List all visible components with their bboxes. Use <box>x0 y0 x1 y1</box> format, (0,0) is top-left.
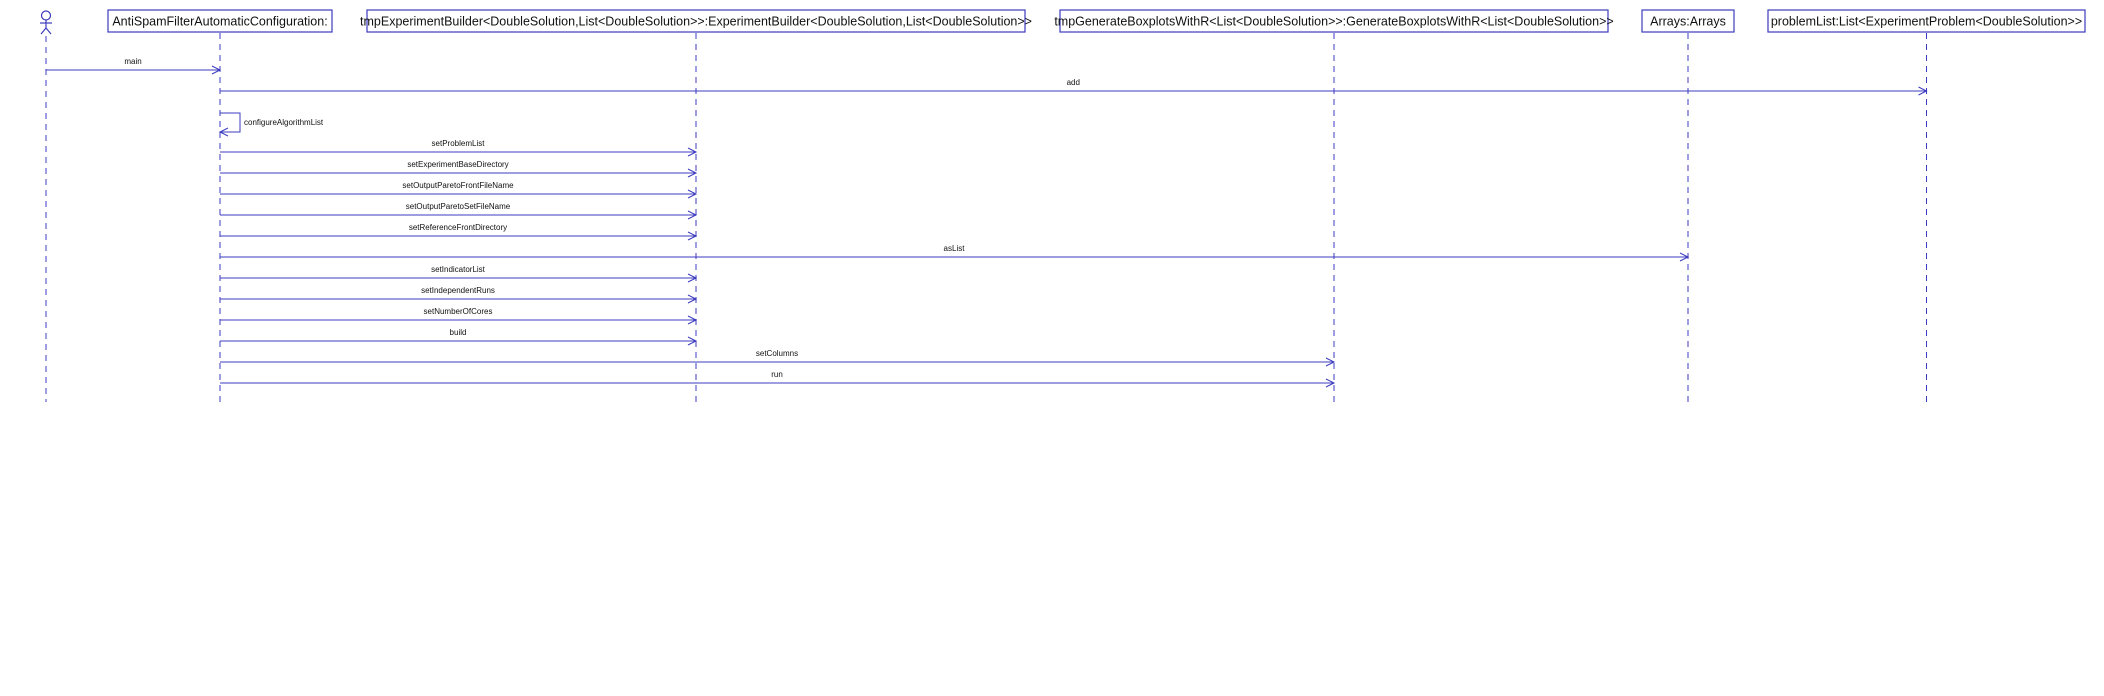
message-main: main <box>46 57 222 75</box>
message-build: build <box>220 328 698 346</box>
message-label: setOutputParetoFrontFileName <box>402 181 514 190</box>
message-run: run <box>220 370 1336 388</box>
message-setExperimentBaseDirectory: setExperimentBaseDirectory <box>220 160 698 178</box>
message-setProblemList: setProblemList <box>220 139 698 157</box>
participant-p3: tmpGenerateBoxplotsWithR<List<DoubleSolu… <box>1054 9 1614 33</box>
message-label: setProblemList <box>432 139 486 148</box>
message-setOutputParetoFrontFileName: setOutputParetoFrontFileName <box>220 181 698 199</box>
message-asList: asList <box>220 244 1690 262</box>
arrowhead <box>687 231 698 241</box>
arrowhead <box>218 127 229 137</box>
actor-stick-figure-icon <box>40 10 52 35</box>
messages-layer: main add configureAlgorithmList setProblemL… <box>46 57 1928 388</box>
arrowhead <box>687 273 698 283</box>
participant-label: Arrays:Arrays <box>1650 15 1726 29</box>
message-label: setIndicatorList <box>431 265 486 274</box>
arrowhead <box>687 315 698 325</box>
message-label: run <box>771 370 783 379</box>
arrowhead <box>687 189 698 199</box>
message-label: main <box>124 57 141 66</box>
arrowhead <box>687 294 698 304</box>
arrowhead <box>1325 357 1336 367</box>
message-label: configureAlgorithmList <box>244 118 324 127</box>
participant-p4: Arrays:Arrays <box>1641 9 1735 33</box>
lifelines-layer <box>45 33 1927 402</box>
message-setColumns: setColumns <box>220 349 1336 367</box>
arrowhead <box>1918 86 1928 96</box>
arrowhead <box>687 210 698 220</box>
participant-box <box>1767 9 2086 33</box>
message-label: asList <box>944 244 966 253</box>
participant-label: tmpGenerateBoxplotsWithR<List<DoubleSolu… <box>1054 15 1613 29</box>
message-setNumberOfCores: setNumberOfCores <box>220 307 698 325</box>
participants-layer: AntiSpamFilterAutomaticConfiguration: tmp… <box>40 9 2086 35</box>
message-label: setExperimentBaseDirectory <box>407 160 508 169</box>
message-label: setNumberOfCores <box>424 307 493 316</box>
message-label: setOutputParetoSetFileName <box>406 202 511 211</box>
message-setIndicatorList: setIndicatorList <box>220 265 698 283</box>
participant-label: AntiSpamFilterAutomaticConfiguration: <box>112 15 327 29</box>
participant-label: tmpExperimentBuilder<DoubleSolution,List… <box>360 15 1032 29</box>
arrowhead <box>1679 252 1690 262</box>
message-label: build <box>450 328 467 337</box>
participant-box <box>366 9 1026 33</box>
participant-box <box>107 9 333 33</box>
arrowhead <box>1325 378 1336 388</box>
message-setReferenceFrontDirectory: setReferenceFrontDirectory <box>220 223 698 241</box>
participant-label: problemList:List<ExperimentProblem<Doubl… <box>1771 15 2082 29</box>
participant-box <box>1059 9 1609 33</box>
message-add: add <box>220 78 1928 96</box>
arrowhead <box>687 336 698 346</box>
message-label: setColumns <box>756 349 798 358</box>
message-line <box>220 112 241 133</box>
message-configureAlgorithmList: configureAlgorithmList <box>218 112 324 137</box>
arrowhead <box>687 168 698 178</box>
arrowhead <box>687 147 698 157</box>
message-label: setIndependentRuns <box>421 286 495 295</box>
participant-p2: tmpExperimentBuilder<DoubleSolution,List… <box>360 9 1032 33</box>
participant-p1: AntiSpamFilterAutomaticConfiguration: <box>107 9 333 33</box>
message-setOutputParetoSetFileName: setOutputParetoSetFileName <box>220 202 698 220</box>
participant-box <box>1641 9 1735 33</box>
participant-p5: problemList:List<ExperimentProblem<Doubl… <box>1767 9 2086 33</box>
arrowhead <box>211 65 222 75</box>
message-label: add <box>1067 78 1080 87</box>
message-label: setReferenceFrontDirectory <box>409 223 507 232</box>
message-setIndependentRuns: setIndependentRuns <box>220 286 698 304</box>
